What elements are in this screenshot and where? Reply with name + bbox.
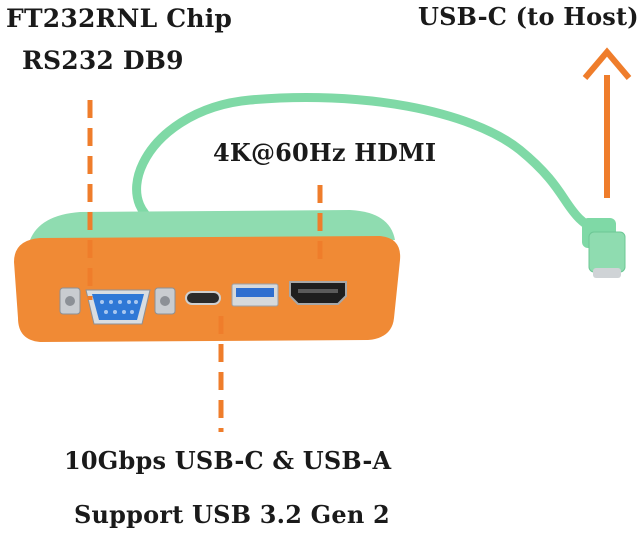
hdmi-label: 4K@60Hz HDMI [213,138,437,167]
hub-top [30,210,395,240]
host-arrow-icon [582,47,632,198]
db9-label: RS232 DB9 [22,46,184,75]
usb-ports-label: 10Gbps USB-C & USB-A [64,446,392,475]
leader-lines [87,100,323,432]
usb-c-cable [132,92,610,240]
usb-c-plug [582,218,626,278]
host-label: USB-C (to Host) [418,2,639,31]
usb-c-port [185,291,221,305]
usb-a-port [231,283,279,307]
chip-label: FT232RNL Chip [6,4,233,33]
hdmi-port [289,281,347,305]
db9-port [59,287,176,325]
usb-support-label: Support USB 3.2 Gen 2 [74,500,390,529]
